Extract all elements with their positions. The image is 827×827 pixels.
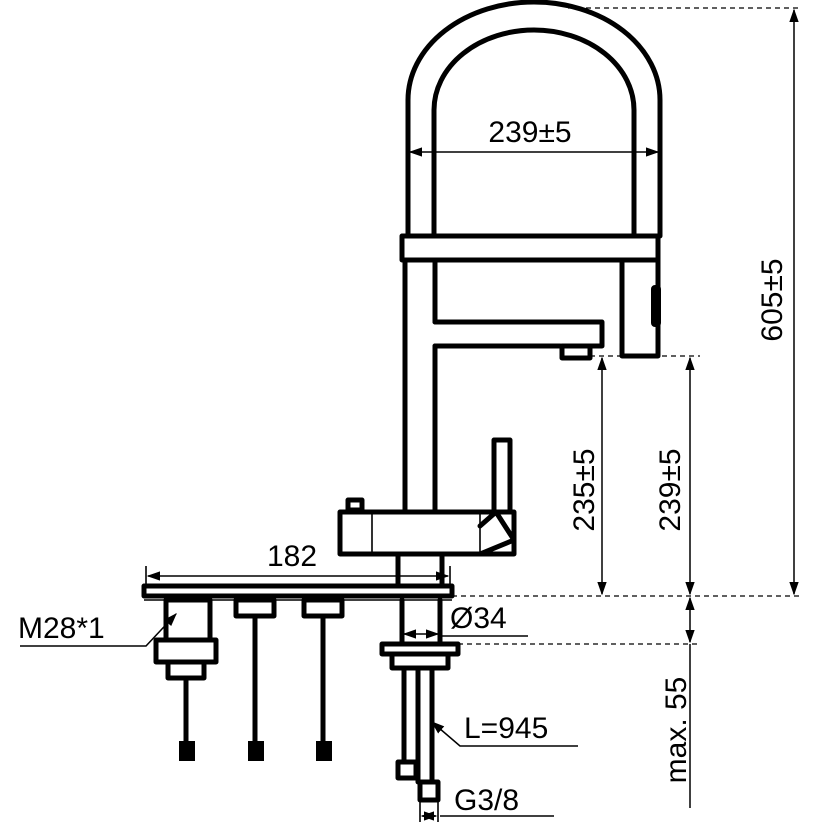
hose-left-end xyxy=(179,741,195,761)
label-outlet-right: 239±5 xyxy=(654,448,687,531)
lever-cartridge xyxy=(477,509,517,557)
label-total-height: 605±5 xyxy=(756,258,789,341)
label-thread: M28*1 xyxy=(18,612,105,645)
mixer-block xyxy=(337,509,517,557)
thread-nut xyxy=(153,637,219,665)
under-counter-parts xyxy=(153,597,461,803)
label-max-thickness: max. 55 xyxy=(660,677,693,784)
label-outlet-left: 235±5 xyxy=(568,448,601,531)
hose-fitting-2 xyxy=(417,779,441,803)
extension-lines xyxy=(145,7,800,822)
thread-shank xyxy=(163,597,213,643)
label-connector: G3/8 xyxy=(454,784,519,817)
faucet-body xyxy=(337,0,663,589)
spray-button xyxy=(651,285,661,327)
faucet-column xyxy=(402,257,438,515)
mount-rod-2-end xyxy=(316,741,332,761)
deck-plate-rect xyxy=(141,583,455,599)
base-neck xyxy=(395,551,445,589)
central-washer xyxy=(389,651,451,671)
mixer-knob xyxy=(345,497,365,513)
spout-collar xyxy=(399,233,661,263)
central-shank xyxy=(399,597,443,647)
label-shank-diameter: Ø34 xyxy=(450,602,507,635)
mount-rod-1-end xyxy=(248,741,264,761)
hose-fitting-1 xyxy=(395,759,419,781)
lever-handle xyxy=(491,437,513,515)
aerator-outlet xyxy=(559,343,593,361)
mixer-block-divider xyxy=(371,512,481,554)
dimension-labels: 239±5 605±5 235±5 239±5 182 M28*1 Ø34 ma… xyxy=(18,116,789,817)
leader-hose xyxy=(430,721,578,747)
label-base-width: 182 xyxy=(267,540,317,573)
spout-arc-inner xyxy=(431,27,637,239)
dimension-lines xyxy=(20,8,799,821)
label-hose-length: L=945 xyxy=(464,712,548,745)
spout-arc xyxy=(405,0,663,239)
leader-thread xyxy=(20,613,177,647)
label-spout-width: 239±5 xyxy=(488,116,571,149)
